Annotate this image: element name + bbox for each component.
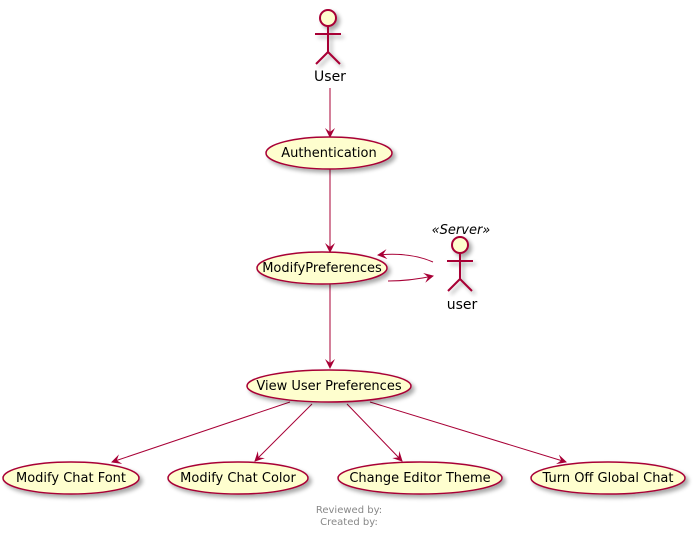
usecase-change-editor-theme-label: Change Editor Theme — [349, 471, 490, 486]
connector-server-to-modify-preferences — [377, 249, 434, 263]
usecase-authentication-label: Authentication — [281, 146, 376, 161]
usecase-modify-preferences-label: ModifyPreferences — [262, 261, 382, 276]
usecase-view-user-preferences-label: View User Preferences — [256, 379, 401, 394]
usecase-turn-off-global-chat: Turn Off Global Chat — [530, 461, 686, 495]
footer: Reviewed by: Created by: — [316, 505, 382, 528]
usecase-modify-chat-color-label: Modify Chat Color — [180, 471, 296, 486]
footer-created-by: Created by: — [320, 517, 378, 528]
connector-modify-preferences-to-server — [387, 273, 434, 283]
usecase-modify-preferences: ModifyPreferences — [256, 251, 388, 285]
actor-stereotype-label: «Server» — [432, 223, 491, 238]
usecase-view-user-preferences: View User Preferences — [246, 369, 412, 403]
usecase-turn-off-global-chat-label: Turn Off Global Chat — [542, 471, 674, 486]
connector-view-to-modify-chat-font — [111, 401, 291, 464]
actor-user: User — [314, 9, 346, 85]
usecase-modify-chat-font-label: Modify Chat Font — [16, 471, 126, 486]
connector-view-to-modify-chat-color — [254, 403, 313, 462]
actor-server-user-label: user — [447, 297, 478, 313]
usecase-change-editor-theme: Change Editor Theme — [337, 461, 503, 495]
actor-stick-figure-icon — [447, 236, 473, 292]
connector-view-to-turn-off-global-chat — [369, 401, 567, 465]
usecase-modify-chat-color: Modify Chat Color — [167, 461, 309, 495]
connector-view-to-change-editor-theme — [346, 403, 403, 462]
usecase-modify-chat-font: Modify Chat Font — [2, 461, 140, 495]
usecase-authentication: Authentication — [265, 136, 393, 170]
footer-reviewed-by: Reviewed by: — [316, 505, 382, 516]
actor-user-label: User — [314, 69, 346, 85]
actor-stick-figure-icon — [315, 9, 341, 65]
actor-server-user: «Server» user — [432, 223, 491, 313]
connectors — [111, 88, 567, 465]
